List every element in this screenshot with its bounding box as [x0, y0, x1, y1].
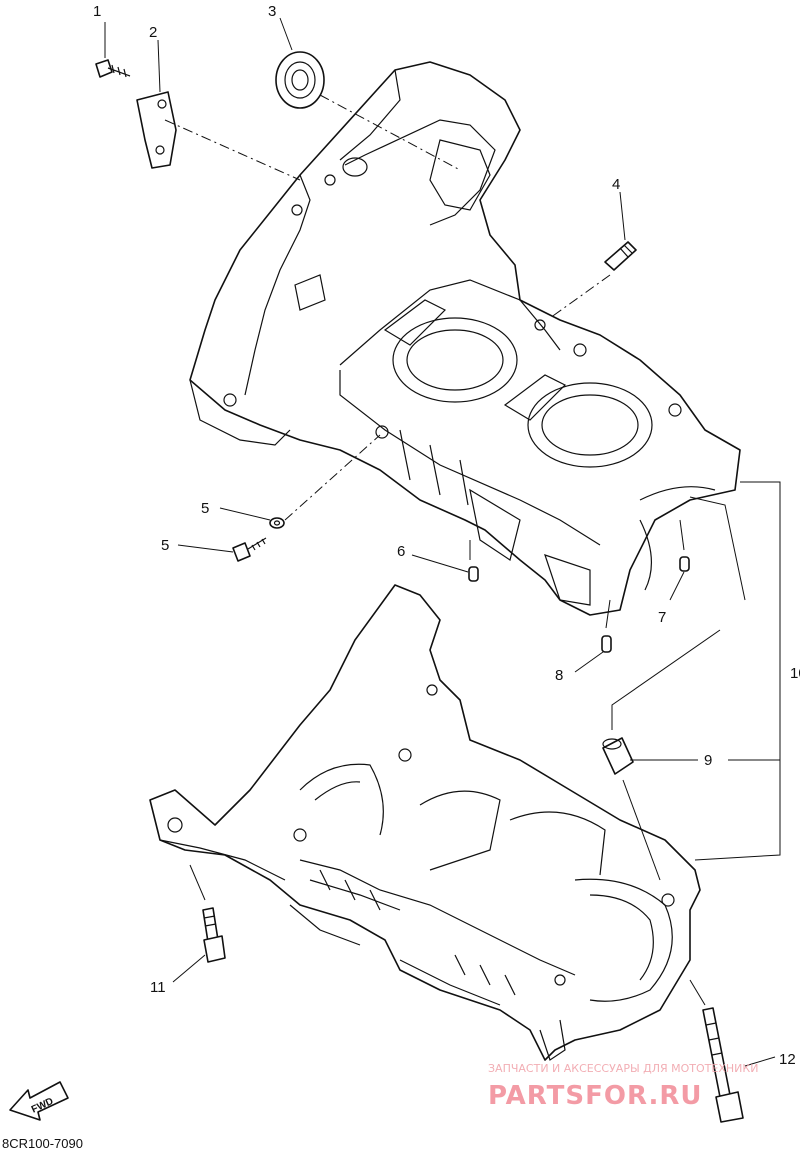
- upper-crankcase: [189, 61, 741, 616]
- watermark: ЗАПЧАСТИ И АКСЕССУАРЫ ДЛЯ МОТОТЕХНИКИ PA…: [488, 1062, 758, 1111]
- callout-4: 5: [161, 537, 169, 554]
- callout-7: 4: [612, 176, 620, 193]
- callout-11: 2: [149, 24, 157, 41]
- callout-1: 10: [790, 665, 800, 682]
- washer-3: [269, 517, 285, 529]
- dowel-pin-5b: [679, 556, 690, 572]
- bearing-10: [275, 51, 325, 109]
- watermark-brand: PARTSFOR.RU: [488, 1081, 702, 1111]
- callout-3: 5: [201, 500, 209, 517]
- dowel-pin-5a: [468, 566, 479, 582]
- callout-5b: 7: [658, 609, 666, 626]
- callouts: 1 2 3 4 5 5 6 7 8 9 10 11 12: [93, 3, 800, 1068]
- fwd-arrow-icon: FWD: [9, 1081, 69, 1121]
- callout-8: 12: [779, 1051, 796, 1068]
- bolt-8: [702, 1007, 744, 1123]
- assembly-lines: [164, 94, 746, 1006]
- bolt-4: [232, 537, 267, 562]
- dowel-pin-6: [601, 635, 612, 653]
- callout-6: 8: [555, 667, 563, 684]
- bolt-9: [202, 907, 226, 963]
- stud-7: [604, 241, 637, 271]
- callout-5a: 6: [397, 543, 405, 560]
- screw-12: [95, 59, 131, 78]
- bracket-11: [136, 91, 177, 169]
- watermark-tagline: ЗАПЧАСТИ И АКСЕССУАРЫ ДЛЯ МОТОТЕХНИКИ: [488, 1062, 758, 1075]
- callout-9: 11: [150, 979, 166, 996]
- callout-2: 9: [704, 752, 712, 769]
- lower-crankcase: [149, 584, 701, 1061]
- callout-12: 1: [93, 3, 101, 20]
- drawing-code: 8CR100-7090: [2, 1136, 83, 1151]
- plug-2: [602, 737, 634, 775]
- callout-10: 3: [268, 3, 276, 20]
